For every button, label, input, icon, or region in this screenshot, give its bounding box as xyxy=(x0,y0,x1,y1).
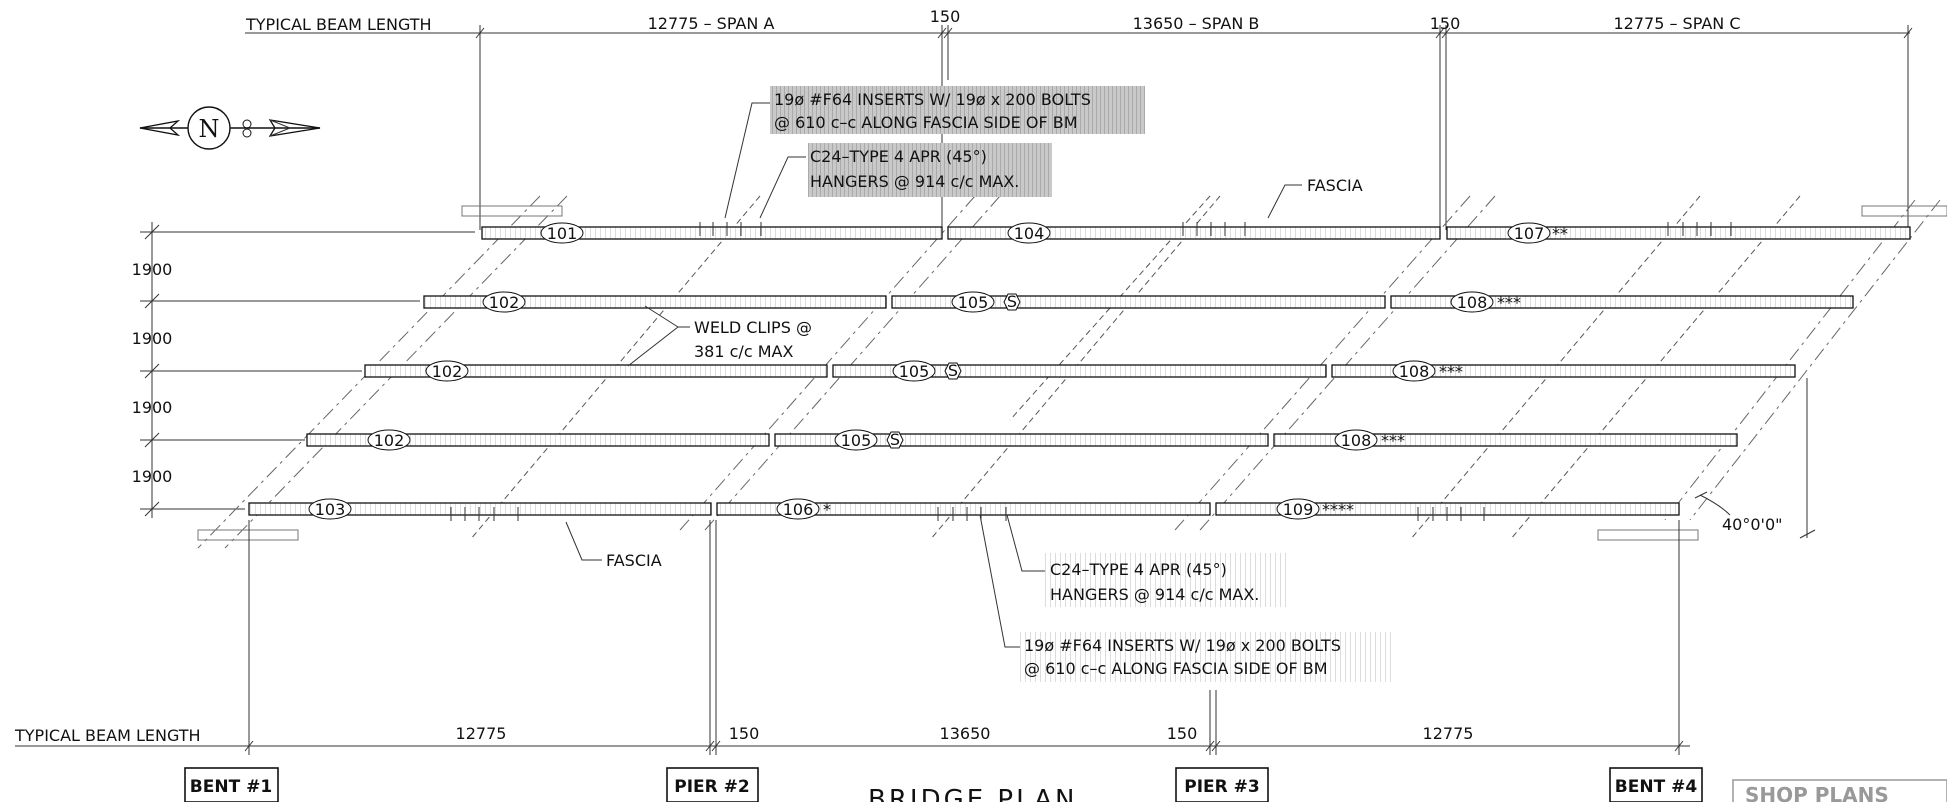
bottom-dimension-string: TYPICAL BEAM LENGTH 12775 150 13650 150 … xyxy=(14,520,1690,755)
bottom-gap2-dim: 150 xyxy=(1167,724,1198,743)
beam-mark: **** xyxy=(1322,500,1354,519)
inserts-note-bottom-line1: 19ø #F64 INSERTS W/ 19ø x 200 BOLTS xyxy=(1024,636,1341,655)
beam-mark: ** xyxy=(1552,224,1568,243)
spacing-dim-3: 1900 xyxy=(132,398,173,417)
support-labels: BENT #1 PIER #2 PIER #3 BENT #4 xyxy=(184,767,1703,802)
north-arrow-icon: N xyxy=(139,106,321,150)
beam-tag: 108 xyxy=(1341,431,1372,450)
beam-tag: 106 xyxy=(783,500,814,519)
bottom-gap1-dim: 150 xyxy=(729,724,760,743)
top-span-a-dim: 12775 – SPAN A xyxy=(648,14,775,33)
beam-tag: 108 xyxy=(1457,293,1488,312)
inserts-note-top-line2: @ 610 c–c ALONG FASCIA SIDE OF BM xyxy=(774,113,1078,132)
hangers-note-bottom-line1: C24–TYPE 4 APR (45°) xyxy=(1050,560,1227,579)
girder-row-4: 102 105 108 S *** xyxy=(306,429,1738,451)
s-symbol: S xyxy=(948,361,958,380)
shop-plans-stamp: SHOP PLANS xyxy=(1732,779,1947,802)
beam-mark: * xyxy=(823,500,831,519)
bottom-span-c-dim: 12775 xyxy=(1423,724,1474,743)
weld-clips-line1: WELD CLIPS @ xyxy=(694,318,812,337)
spacing-dim-1: 1900 xyxy=(132,260,173,279)
bottom-span-b-dim: 13650 xyxy=(940,724,991,743)
beam-tag: 102 xyxy=(374,431,405,450)
top-span-b-dim: 13650 – SPAN B xyxy=(1133,14,1260,33)
beam-tag: 102 xyxy=(489,293,520,312)
support-label-pier-2: PIER #2 xyxy=(674,777,749,797)
spacing-dim-2: 1900 xyxy=(132,329,173,348)
shop-plans-label: SHOP PLANS xyxy=(1745,783,1889,802)
beam-tag: 103 xyxy=(315,500,346,519)
hangers-note-bottom-line2: HANGERS @ 914 c/c MAX. xyxy=(1050,585,1259,604)
beam-tag: 101 xyxy=(547,224,578,243)
girder-row-3: 102 105 108 S *** xyxy=(364,360,1796,382)
beam-mark: *** xyxy=(1497,293,1521,312)
hangers-note-top-line1: C24–TYPE 4 APR (45°) xyxy=(810,147,987,166)
beam-tag: 105 xyxy=(958,293,989,312)
spacing-dim-4: 1900 xyxy=(132,467,173,486)
bottom-typical-beam-length-label: TYPICAL BEAM LENGTH xyxy=(14,726,201,745)
beam-tag: 109 xyxy=(1283,500,1314,519)
s-symbol: S xyxy=(890,430,900,449)
weld-clips-note: WELD CLIPS @ 381 c/c MAX xyxy=(627,305,812,367)
girder-spacing-dims: 1900 1900 1900 1900 xyxy=(132,222,475,518)
support-label-bent-4: BENT #4 xyxy=(1615,777,1698,797)
beam-tag: 105 xyxy=(899,362,930,381)
beam-mark: *** xyxy=(1381,431,1405,450)
girder-row-1: 101 104 107 ** xyxy=(481,222,1911,244)
fascia-note-top: FASCIA xyxy=(1307,176,1363,195)
plan-title: BRIDGE PLAN xyxy=(868,785,1077,802)
support-label-bent-1: BENT #1 xyxy=(190,777,272,797)
inserts-note-bottom-line2: @ 610 c–c ALONG FASCIA SIDE OF BM xyxy=(1024,659,1328,678)
skew-angle-label: 40°0'0" xyxy=(1722,515,1782,534)
beam-tag: 108 xyxy=(1399,362,1430,381)
hangers-note-top-line2: HANGERS @ 914 c/c MAX. xyxy=(810,172,1019,191)
top-notes: 19ø #F64 INSERTS W/ 19ø x 200 BOLTS @ 61… xyxy=(724,86,1363,219)
inserts-note-top-line1: 19ø #F64 INSERTS W/ 19ø x 200 BOLTS xyxy=(774,90,1091,109)
beam-tag: 104 xyxy=(1014,224,1045,243)
bottom-notes: C24–TYPE 4 APR (45°) HANGERS @ 914 c/c M… xyxy=(979,514,1392,682)
north-label: N xyxy=(199,115,220,143)
beam-mark: *** xyxy=(1439,362,1463,381)
girder-row-2: 102 105 108 S *** xyxy=(423,291,1854,313)
fascia-note-bottom: FASCIA xyxy=(565,521,662,570)
top-typical-beam-length-label: TYPICAL BEAM LENGTH xyxy=(245,15,432,34)
girders: 101 104 107 ** 102 105 108 S *** xyxy=(248,222,1911,521)
s-symbol: S xyxy=(1007,292,1017,311)
beam-tag: 102 xyxy=(432,362,463,381)
skew-dimension: 40°0'0" xyxy=(1694,378,1816,539)
girder-row-5: 103 106 109 * **** xyxy=(248,498,1680,520)
bottom-span-a-dim: 12775 xyxy=(456,724,507,743)
beam-tag: 105 xyxy=(841,431,872,450)
top-gap1-dim: 150 xyxy=(930,7,961,26)
top-dimension-string: TYPICAL BEAM LENGTH 12775 – SPAN A 150 1… xyxy=(245,7,1913,230)
weld-clips-line2: 381 c/c MAX xyxy=(694,342,793,361)
top-gap2-dim: 150 xyxy=(1430,14,1461,33)
support-label-pier-3: PIER #3 xyxy=(1184,777,1259,797)
fascia-note-bottom-label: FASCIA xyxy=(606,551,662,570)
top-span-c-dim: 12775 – SPAN C xyxy=(1613,14,1740,33)
beam-tag: 107 xyxy=(1514,224,1545,243)
